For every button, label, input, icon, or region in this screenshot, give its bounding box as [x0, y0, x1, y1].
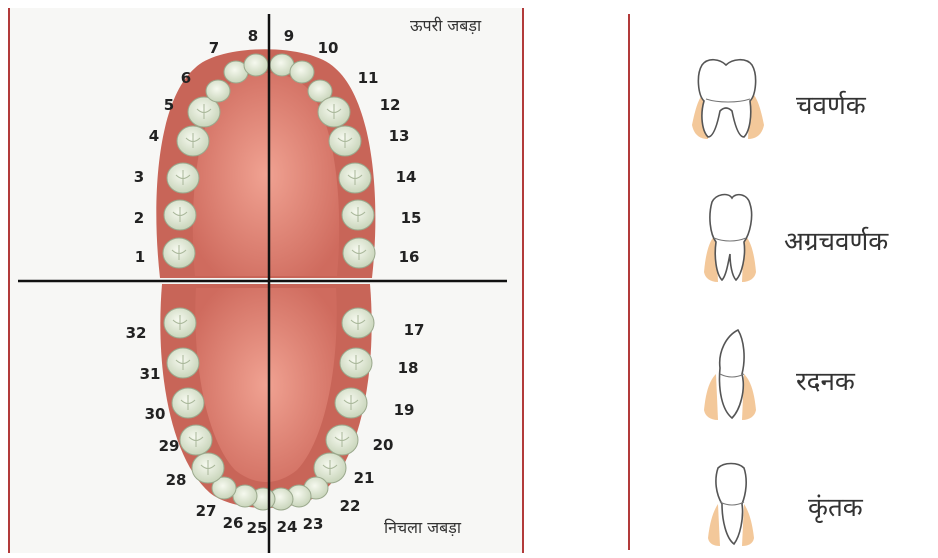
panel-divider: [628, 14, 630, 550]
tooth-number: 6: [181, 69, 191, 87]
tooth-number: 10: [318, 39, 339, 57]
tooth-number: 24: [277, 518, 298, 536]
tooth: [329, 126, 361, 156]
tooth-number: 32: [126, 324, 147, 342]
premolar-label: अग्रचवर्णक: [784, 222, 888, 258]
canine-label: रदनक: [796, 362, 855, 398]
tooth: [335, 388, 367, 418]
tooth-number: 8: [248, 27, 258, 45]
tooth: [192, 453, 224, 483]
tooth: [233, 485, 257, 507]
tooth-number: 23: [303, 515, 324, 533]
tooth: [167, 348, 199, 378]
tooth: [343, 238, 375, 268]
premolar-icon: [700, 190, 760, 284]
tooth-number: 9: [284, 27, 294, 45]
tooth: [167, 163, 199, 193]
tooth-number: 5: [164, 96, 174, 114]
lower-jaw-label: निचला जबड़ा: [384, 516, 461, 538]
tooth: [244, 54, 268, 76]
upper-jaw-label: ऊपरी जबड़ा: [410, 14, 481, 36]
canine-icon: [700, 328, 760, 422]
tooth-number: 30: [145, 405, 166, 423]
jaw-diagram: [10, 8, 522, 553]
tooth: [339, 163, 371, 193]
tooth-number: 19: [394, 401, 415, 419]
tooth-number: 28: [166, 471, 187, 489]
tooth-number: 22: [340, 497, 361, 515]
tooth: [172, 388, 204, 418]
tooth-number: 27: [196, 502, 217, 520]
molar-label: चवर्णक: [796, 86, 866, 122]
tooth-number: 20: [373, 436, 394, 454]
tooth: [164, 200, 196, 230]
tooth: [206, 80, 230, 102]
tooth: [180, 425, 212, 455]
tooth-number: 25: [247, 519, 268, 537]
tooth-number: 21: [354, 469, 375, 487]
incisor-label: कृंतक: [808, 488, 863, 524]
tooth-number: 4: [149, 127, 159, 145]
tooth: [177, 126, 209, 156]
tooth: [342, 200, 374, 230]
tooth-number: 31: [140, 365, 161, 383]
tooth-number: 7: [209, 39, 219, 57]
tooth-number: 2: [134, 209, 144, 227]
tooth: [290, 61, 314, 83]
tooth-number: 13: [389, 127, 410, 145]
tooth: [342, 308, 374, 338]
tooth: [163, 238, 195, 268]
incisor-icon: [704, 460, 758, 548]
tooth: [326, 425, 358, 455]
tooth-number: 26: [223, 514, 244, 532]
tooth: [340, 348, 372, 378]
tooth-number: 11: [358, 69, 379, 87]
tooth-number: 17: [404, 321, 425, 339]
molar-icon: [688, 55, 768, 141]
tooth: [164, 308, 196, 338]
tooth-number: 3: [134, 168, 144, 186]
tooth-number: 15: [401, 209, 422, 227]
tooth-number: 14: [396, 168, 417, 186]
tooth-number: 1: [135, 248, 145, 266]
tooth-number: 18: [398, 359, 419, 377]
tooth-number: 12: [380, 96, 401, 114]
tooth-number: 16: [399, 248, 420, 266]
tooth-number: 29: [159, 437, 180, 455]
tooth: [318, 97, 350, 127]
